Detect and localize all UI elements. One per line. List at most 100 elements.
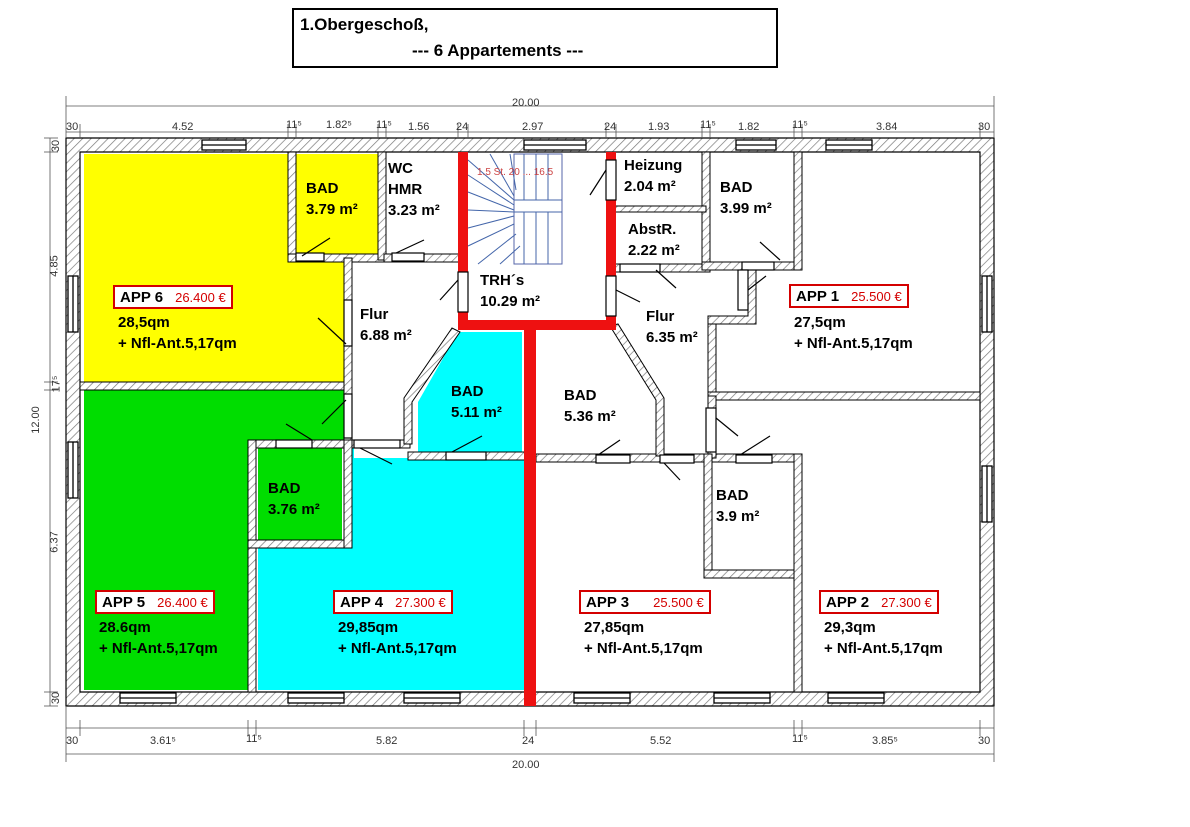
app2-label-box: APP 2 27.300 € [819,590,939,614]
room-area: 3.99 m² [720,200,772,217]
dim-bottom-1: 3.61⁵ [150,735,176,747]
app6-details: 28,5qm + Nfl-Ant.5,17qm [118,312,237,354]
app-extra: + Nfl-Ant.5,17qm [584,640,703,657]
dim-top-13: 3.84 [876,121,898,133]
app-extra: + Nfl-Ant.5,17qm [118,335,237,352]
stair-note: 1.5 St. 20 ... 16.5 [477,167,554,178]
dimension-lines [44,96,995,762]
room-area: 6.88 m² [360,327,412,344]
room-name-2: HMR [388,181,423,198]
bad-app4-fill [418,332,522,454]
room-area: 10.29 m² [480,293,541,310]
app-name: APP 6 [120,288,164,306]
app1-label-box: APP 1 25.500 € [789,284,909,308]
app-area: 27,5qm [794,314,846,331]
dim-top-2: 11⁵ [286,119,302,131]
bad-app6-fill [296,154,378,256]
party-walls [458,152,616,706]
app3-details: 27,85qm + Nfl-Ant.5,17qm [584,617,703,659]
app3-label-box: APP 3 25.500 € [579,590,711,614]
room-name: Flur [360,306,389,323]
room-area: 3.23 m² [388,202,440,219]
dim-left-0: 30 [50,139,63,153]
app-area: 28,5qm [118,314,170,331]
dim-top-5: 1.56 [408,121,430,133]
app-extra: + Nfl-Ant.5,17qm [824,640,943,657]
title-line-2: --- 6 Appartements --- [412,41,584,60]
app-name: APP 5 [102,593,146,611]
room-name: BAD [716,487,749,504]
room-bad-app3: BAD 5.36 m² [564,385,616,427]
app1-details: 27,5qm + Nfl-Ant.5,17qm [794,312,913,354]
app-price: 25.500 € [653,594,704,610]
app-area: 29,85qm [338,619,399,636]
dim-left-4: 30 [50,691,63,705]
dim-bottom-6: 11⁵ [792,733,808,745]
dim-left-2: 17⁵ [50,375,63,393]
room-abstr: AbstR. 2.22 m² [628,219,680,261]
dim-top-9: 1.93 [648,121,670,133]
windows [67,139,993,704]
dim-bottom-8: 30 [978,735,991,747]
dim-bottom-0: 30 [66,735,79,747]
room-name: BAD [451,383,484,400]
room-area: 5.36 m² [564,408,616,425]
title-line-1: 1.Obergeschoß, [300,15,429,34]
app4-details: 29,85qm + Nfl-Ant.5,17qm [338,617,457,659]
room-flur-right: Flur 6.35 m² [646,306,698,348]
staircase [467,153,563,265]
dim-top-3: 1.82⁵ [326,119,352,131]
app-price: 26.400 € [157,594,208,610]
room-name: Flur [646,308,675,325]
app-area: 28.6qm [99,619,151,636]
room-name: BAD [720,179,753,196]
app-area: 29,3qm [824,619,876,636]
room-name: WC [388,160,413,177]
app6-fill [84,154,344,384]
room-area: 6.35 m² [646,329,698,346]
dim-top-14: 30 [978,121,991,133]
app-extra: + Nfl-Ant.5,17qm [794,335,913,352]
app-price: 25.500 € [851,288,902,304]
dim-top-0: 30 [66,121,79,133]
title-box: 1.Obergeschoß, --- 6 Appartements --- [292,8,778,68]
room-bad-app5: BAD 3.76 m² [268,478,320,520]
room-area: 2.04 m² [624,178,676,195]
room-name: TRH´s [480,272,525,289]
app-extra: + Nfl-Ant.5,17qm [99,640,218,657]
app-name: APP 1 [796,287,840,305]
dim-top-6: 24 [456,121,469,133]
app-name: APP 3 [586,593,630,611]
dim-bottom-2: 11⁵ [246,733,262,745]
app-name: APP 4 [340,593,384,611]
app5-details: 28.6qm + Nfl-Ant.5,17qm [99,617,218,659]
dim-top-12: 11⁵ [792,119,808,131]
room-area: 3.79 m² [306,201,358,218]
room-heizung: Heizung 2.04 m² [624,155,682,197]
dim-top-total: 20.00 [512,97,540,109]
app-price: 27.300 € [881,594,932,610]
bad-app5-fill [258,446,342,542]
room-bad-app2: BAD 3.9 m² [716,485,759,527]
app6-label-box: APP 6 26.400 € [113,285,233,309]
room-wc-hmr: WC HMR 3.23 m² [388,158,440,221]
dim-left-total: 12.00 [29,406,42,434]
app4-label-box: APP 4 27.300 € [333,590,453,614]
room-name: BAD [268,480,301,497]
app5-label-box: APP 5 26.400 € [95,590,215,614]
room-area: 2.22 m² [628,242,680,259]
dim-top-8: 24 [604,121,617,133]
room-bad-app4: BAD 5.11 m² [451,381,502,423]
room-flur-left: Flur 6.88 m² [360,304,412,346]
app2-details: 29,3qm + Nfl-Ant.5,17qm [824,617,943,659]
room-name: BAD [306,180,339,197]
room-area: 5.11 m² [451,404,502,421]
dim-bottom-5: 5.52 [650,735,672,747]
dim-top-10: 11⁵ [700,119,716,131]
dim-top-7: 2.97 [522,121,544,133]
app-extra: + Nfl-Ant.5,17qm [338,640,457,657]
room-name: BAD [564,387,597,404]
room-bad-app6: BAD 3.79 m² [306,178,358,220]
apartment-fills [84,154,526,690]
